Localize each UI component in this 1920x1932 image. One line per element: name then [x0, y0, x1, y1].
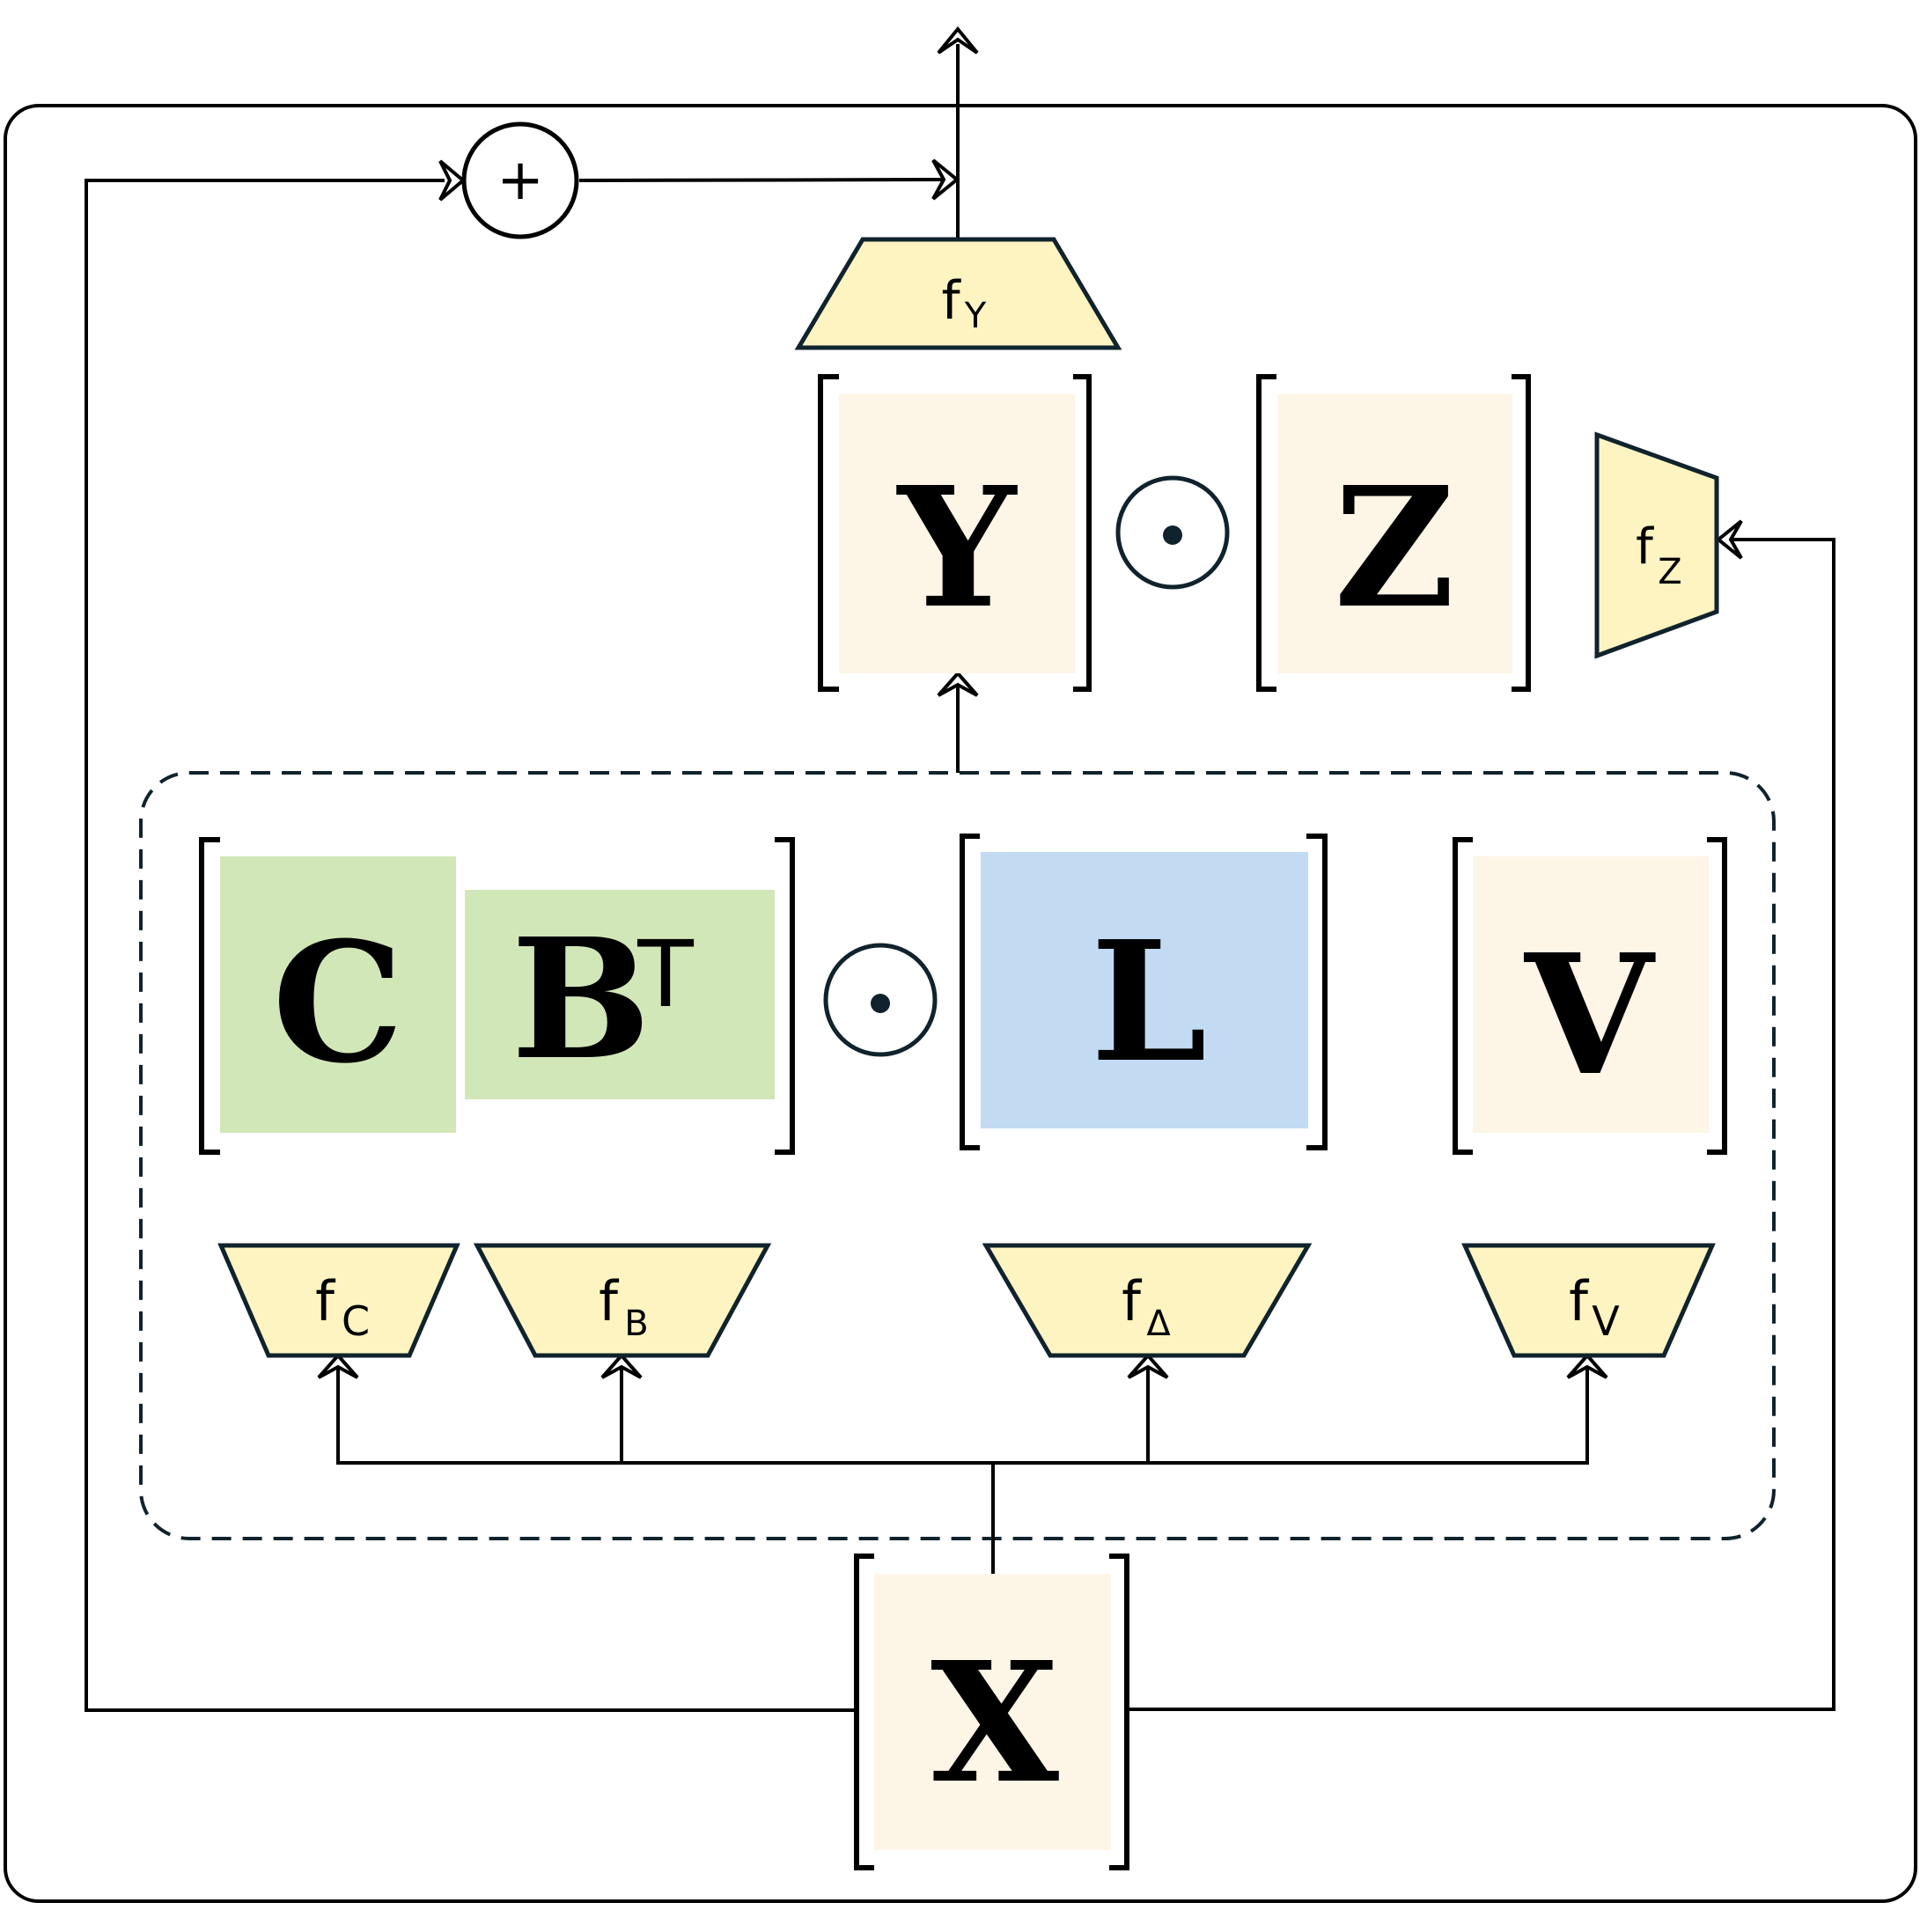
- svg-text:f: f: [1122, 1269, 1143, 1333]
- arrowhead-fb-in: [600, 1352, 643, 1379]
- y-matrix: Y: [818, 374, 1092, 692]
- f-delta-trapezoid: [982, 1243, 1313, 1358]
- x-to-fz-line: [1127, 538, 1835, 1711]
- outer-frame: [4, 104, 1917, 1903]
- z-right-bracket: [1512, 374, 1531, 692]
- b-label: B: [511, 902, 651, 1097]
- cbt-left-bracket: [199, 837, 220, 1155]
- c-matrix-fill: [220, 856, 456, 1133]
- f-b-base: f: [599, 1269, 620, 1333]
- l-matrix-fill: [981, 852, 1308, 1128]
- add-node: +: [461, 121, 579, 239]
- b-transpose-label: T: [636, 921, 694, 1028]
- f-y-sub: Y: [964, 296, 987, 336]
- arrowhead-fc-in: [317, 1352, 359, 1379]
- f-b-block: f B: [473, 1243, 772, 1358]
- y-right-bracket: [1073, 374, 1092, 692]
- hadamard-node-middle: [823, 943, 938, 1057]
- f-c-base: f: [315, 1269, 336, 1333]
- v-matrix-fill: [1473, 856, 1709, 1133]
- hadamard-dot-middle: [871, 994, 890, 1013]
- x-right-bracket: [1109, 1554, 1129, 1870]
- add-symbol: +: [497, 148, 544, 213]
- svg-text:Z: Z: [1658, 552, 1681, 592]
- f-y-trapezoid: [794, 237, 1122, 350]
- bus-left-line: [336, 1366, 993, 1465]
- v-matrix: V: [1453, 837, 1727, 1155]
- arrowhead-y-in: [937, 670, 979, 697]
- f-delta-sub: Δ: [1146, 1304, 1171, 1344]
- f-b-trapezoid: [473, 1243, 772, 1358]
- z-label: Z: [1334, 451, 1454, 645]
- arrowhead-output: [937, 26, 979, 55]
- x-matrix: X: [854, 1554, 1129, 1870]
- bus-right-line: [993, 1366, 1589, 1465]
- svg-text:f: f: [1636, 518, 1654, 576]
- f-y-block: f Y: [794, 237, 1122, 350]
- l-left-bracket: [960, 834, 980, 1150]
- svg-text:Δ: Δ: [1146, 1304, 1171, 1344]
- f-b-sub: B: [624, 1304, 648, 1344]
- f-c-block: f C: [217, 1243, 460, 1358]
- svg-text:f: f: [941, 270, 961, 332]
- l-label: L: [1091, 905, 1207, 1099]
- y-label: Y: [896, 451, 1018, 645]
- f-delta-base: f: [1122, 1269, 1143, 1333]
- z-left-bracket: [1256, 374, 1276, 692]
- arrowhead-fy-in: [931, 158, 960, 201]
- arrowhead-fdelta-in: [1127, 1352, 1169, 1379]
- svg-text:V: V: [1592, 1297, 1620, 1345]
- svg-text:Y: Y: [964, 296, 987, 336]
- svg-text:f: f: [315, 1269, 336, 1333]
- f-v-trapezoid: [1461, 1243, 1716, 1358]
- z-matrix: Z: [1256, 374, 1531, 692]
- f-c-trapezoid: [217, 1243, 460, 1358]
- v-left-bracket: [1453, 837, 1473, 1155]
- arrowhead-plus-in: [438, 159, 467, 202]
- hadamard-dot-top: [1163, 525, 1182, 545]
- residual-line: [85, 179, 854, 1712]
- x-matrix-fill: [874, 1574, 1111, 1850]
- f-v-sub: V: [1592, 1297, 1620, 1345]
- f-v-base: f: [1569, 1269, 1590, 1333]
- x-left-bracket: [854, 1554, 874, 1870]
- f-v-block: f V: [1461, 1243, 1716, 1358]
- l-matrix: L: [960, 834, 1328, 1150]
- f-delta-block: f Δ: [982, 1243, 1313, 1358]
- svg-text:C: C: [342, 1297, 370, 1345]
- arrowhead-fz-in: [1715, 519, 1743, 560]
- v-right-bracket: [1707, 837, 1727, 1155]
- v-label: V: [1523, 918, 1656, 1113]
- cbt-matrix: C B T: [199, 837, 795, 1155]
- y-left-bracket: [818, 374, 839, 692]
- z-matrix-fill: [1277, 394, 1512, 673]
- f-z-base: f: [1636, 518, 1654, 576]
- hadamard-node-top: [1115, 475, 1230, 590]
- f-y-base: f: [941, 270, 961, 332]
- svg-text:B: B: [624, 1304, 648, 1344]
- f-z-block: f Z: [1594, 431, 1719, 659]
- x-label: X: [931, 1626, 1059, 1820]
- c-label: C: [272, 906, 404, 1100]
- l-right-bracket: [1306, 834, 1328, 1150]
- f-z-sub: Z: [1658, 552, 1681, 592]
- y-matrix-fill: [839, 394, 1075, 673]
- dashed-frame: [139, 771, 1776, 1540]
- svg-text:f: f: [599, 1269, 620, 1333]
- b-matrix-fill: [465, 890, 775, 1099]
- f-z-trapezoid: [1594, 431, 1719, 659]
- arrowhead-fv-in: [1566, 1352, 1608, 1379]
- f-c-sub: C: [342, 1297, 370, 1345]
- cbt-right-bracket: [775, 837, 795, 1155]
- svg-text:f: f: [1569, 1269, 1590, 1333]
